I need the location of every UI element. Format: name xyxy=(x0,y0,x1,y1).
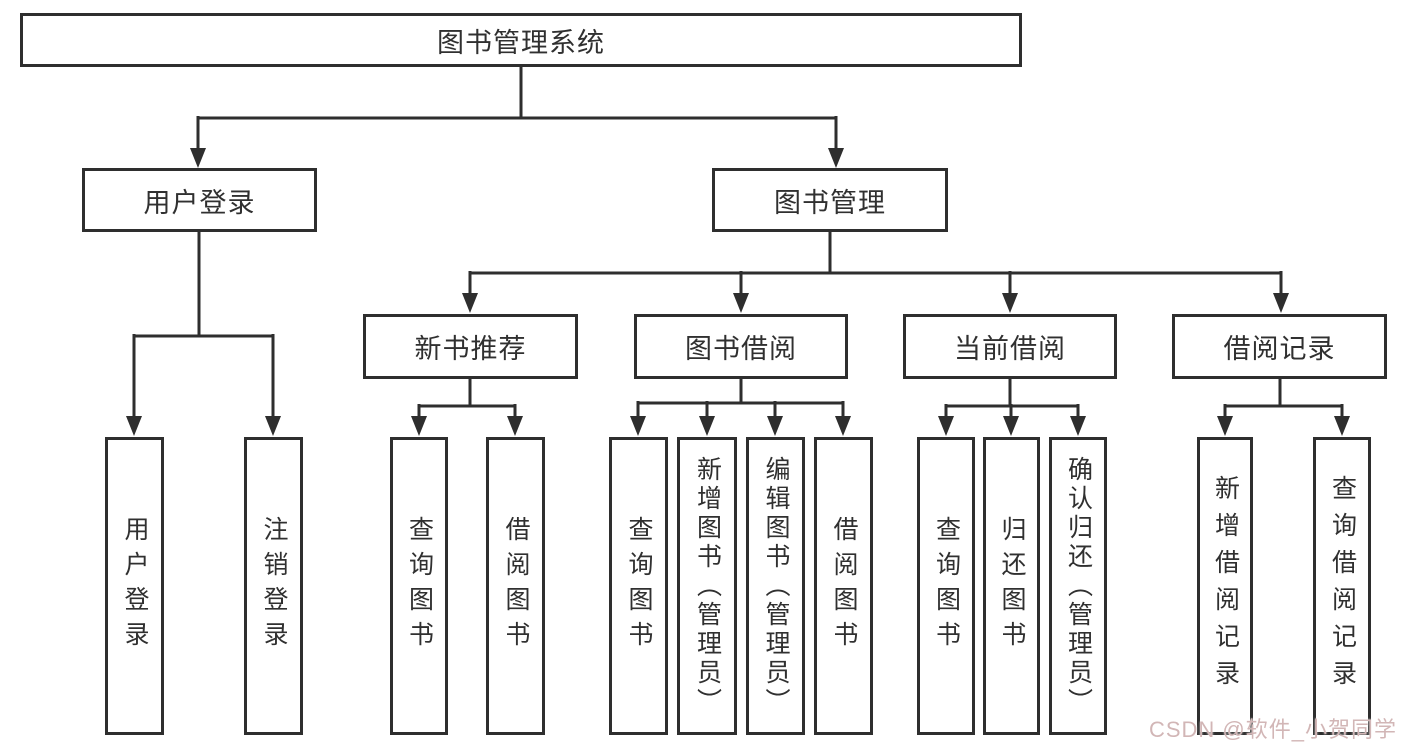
leaf-label: 借阅图书 xyxy=(830,516,858,656)
leaf-label: 新增图书（管理员） xyxy=(693,455,722,717)
connector-borrow-record-group xyxy=(1223,379,1344,419)
node-book-mgmt: 图书管理 xyxy=(712,168,948,232)
csdn-watermark: CSDN @软件_小贺同学 xyxy=(1148,717,1397,742)
node-leaf-return-book: 归还图书 xyxy=(983,437,1040,735)
node-user-login: 用户登录 xyxy=(82,168,317,232)
leaf-label: 查询图书 xyxy=(932,516,961,656)
leaf-label: 查询图书 xyxy=(625,516,653,656)
leaf-label: 查询图书 xyxy=(405,516,434,656)
arrowheads xyxy=(126,148,1350,436)
leaf-label: 查询借阅记录 xyxy=(1328,475,1357,697)
connector-root xyxy=(196,66,838,150)
node-leaf-logout: 注销登录 xyxy=(244,437,303,735)
connector-book-borrow-group xyxy=(636,379,845,419)
node-borrow-record: 借阅记录 xyxy=(1172,314,1387,379)
node-leaf-edit-book-admin: 编辑图书（管理员） xyxy=(746,437,805,735)
node-leaf-recommend-borrow-book: 借阅图书 xyxy=(486,437,545,735)
connector-current-borrow-group xyxy=(944,379,1080,419)
node-leaf-recommend-query-book: 查询图书 xyxy=(390,437,448,735)
leaf-label: 用户登录 xyxy=(121,516,149,656)
leaf-label: 归还图书 xyxy=(998,516,1026,656)
node-leaf-user-login: 用户登录 xyxy=(105,437,164,735)
node-leaf-confirm-return-admin: 确认归还（管理员） xyxy=(1049,437,1107,735)
connector-new-book-rec-group xyxy=(417,379,517,419)
node-book-borrow: 图书借阅 xyxy=(634,314,848,379)
node-leaf-add-book-admin: 新增图书（管理员） xyxy=(677,437,737,735)
node-current-borrow: 当前借阅 xyxy=(903,314,1117,379)
node-leaf-query-borrow-record: 查询借阅记录 xyxy=(1313,437,1371,735)
connector-user-login-group xyxy=(132,232,275,418)
leaf-label: 确认归还（管理员） xyxy=(1064,455,1093,717)
leaf-label: 新增借阅记录 xyxy=(1211,475,1240,697)
node-leaf-add-borrow-record: 新增借阅记录 xyxy=(1197,437,1253,735)
node-root: 图书管理系统 xyxy=(20,13,1022,67)
node-leaf-borrow-query-book: 查询图书 xyxy=(609,437,668,735)
node-new-book-recommend: 新书推荐 xyxy=(363,314,578,379)
leaf-label: 注销登录 xyxy=(260,516,288,656)
node-leaf-current-query-book: 查询图书 xyxy=(917,437,975,735)
leaf-label: 借阅图书 xyxy=(502,516,530,656)
leaf-label: 编辑图书（管理员） xyxy=(762,455,790,717)
connector-book-mgmt-group xyxy=(468,232,1283,295)
node-leaf-borrow-book: 借阅图书 xyxy=(814,437,873,735)
